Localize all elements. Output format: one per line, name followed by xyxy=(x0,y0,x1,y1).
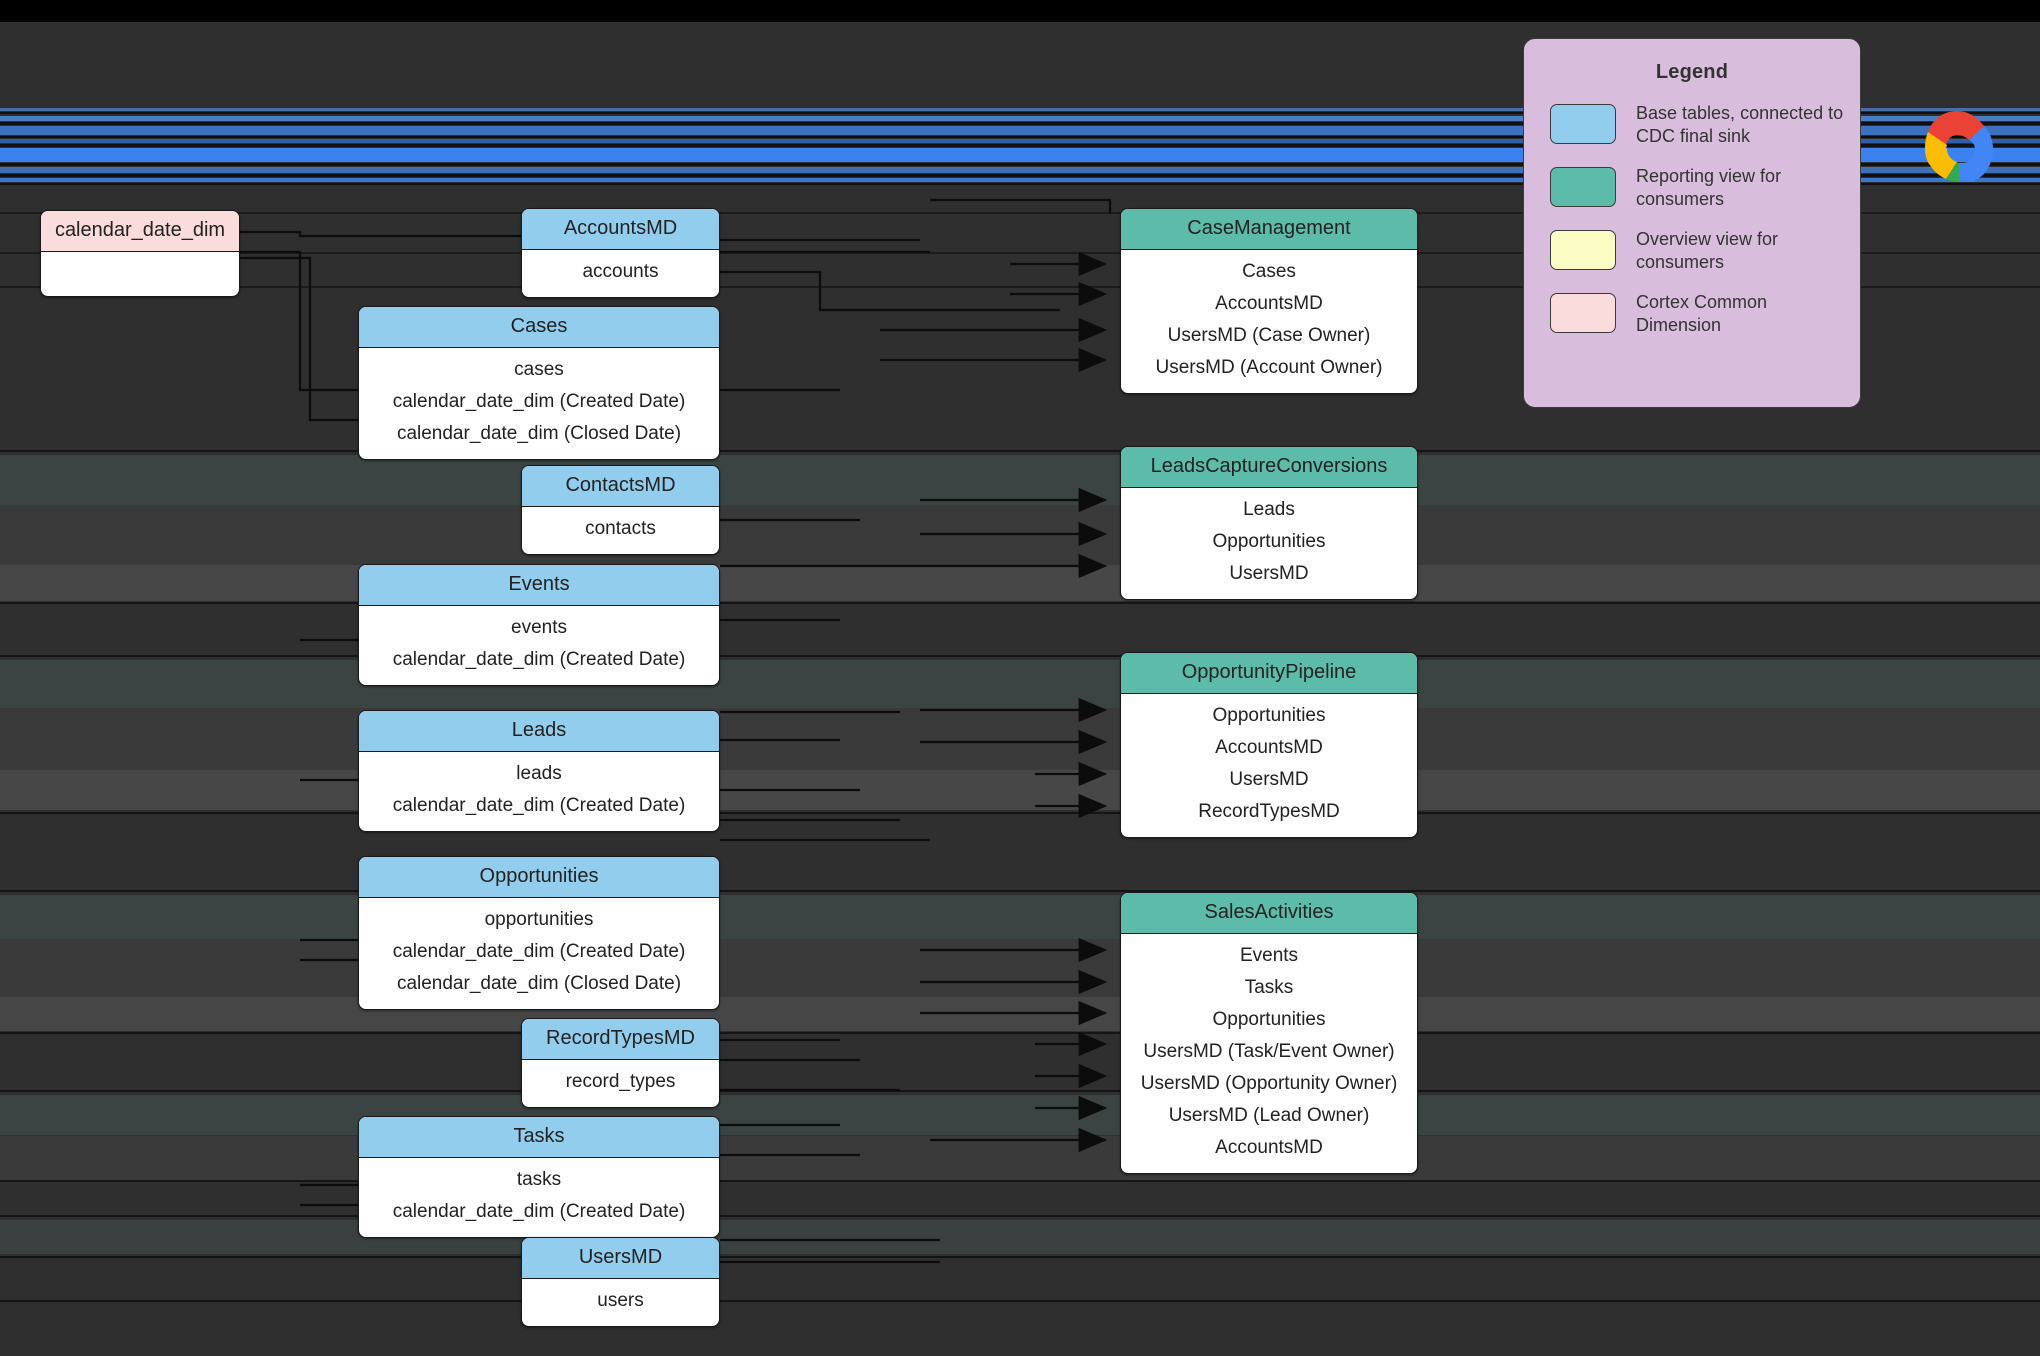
legend-panel: Legend Base tables, connected to CDC fin… xyxy=(1523,38,1861,408)
node-row: UsersMD xyxy=(1229,563,1309,584)
node-rows: users xyxy=(522,1279,719,1326)
node-rows: events calendar_date_dim (Created Date) xyxy=(359,606,719,685)
node-row: calendar_date_dim (Created Date) xyxy=(392,1201,686,1222)
node-title: Opportunities xyxy=(359,857,719,898)
node-rows: Events Tasks Opportunities UsersMD (Task… xyxy=(1121,934,1417,1173)
node-calendar-date-dim[interactable]: calendar_date_dim xyxy=(40,210,240,297)
node-row: cases xyxy=(514,359,564,380)
legend-item-overview-view: Overview view for consumers xyxy=(1550,228,1860,273)
node-rows: Leads Opportunities UsersMD xyxy=(1121,488,1417,599)
node-title: ContactsMD xyxy=(522,466,719,507)
node-row: Cases xyxy=(1242,261,1296,282)
legend-swatch-base-tables xyxy=(1550,104,1616,144)
node-row: opportunities xyxy=(484,909,594,930)
node-rows: contacts xyxy=(522,507,719,554)
node-rows: accounts xyxy=(522,250,719,297)
node-row: calendar_date_dim (Closed Date) xyxy=(396,423,682,444)
node-row: accounts xyxy=(582,261,659,282)
node-row: UsersMD (Opportunity Owner) xyxy=(1140,1073,1398,1094)
legend-item-reporting-view: Reporting view for consumers xyxy=(1550,165,1860,210)
node-opportunitypipeline[interactable]: OpportunityPipeline Opportunities Accoun… xyxy=(1120,652,1418,838)
node-salesactivities[interactable]: SalesActivities Events Tasks Opportuniti… xyxy=(1120,892,1418,1174)
node-row: UsersMD (Account Owner) xyxy=(1155,357,1383,378)
legend-swatch-cortex-dimension xyxy=(1550,293,1616,333)
legend-item-cortex-dimension: Cortex Common Dimension xyxy=(1550,291,1860,336)
node-row: Tasks xyxy=(1244,977,1294,998)
node-row: UsersMD xyxy=(1229,769,1309,790)
node-row: UsersMD (Task/Event Owner) xyxy=(1143,1041,1395,1062)
node-row: users xyxy=(597,1290,644,1311)
node-row: RecordTypesMD xyxy=(1198,801,1340,822)
node-row: calendar_date_dim (Created Date) xyxy=(392,391,686,412)
node-title: CaseManagement xyxy=(1121,209,1417,250)
node-cases[interactable]: Cases cases calendar_date_dim (Created D… xyxy=(358,306,720,460)
legend-swatch-reporting-view xyxy=(1550,167,1616,207)
node-row: leads xyxy=(516,763,562,784)
node-rows xyxy=(41,252,239,296)
node-row: UsersMD (Lead Owner) xyxy=(1168,1105,1370,1126)
node-title: UsersMD xyxy=(522,1238,719,1279)
node-contactsmd[interactable]: ContactsMD contacts xyxy=(521,465,720,555)
node-rows: cases calendar_date_dim (Created Date) c… xyxy=(359,348,719,459)
node-row: calendar_date_dim (Created Date) xyxy=(392,795,686,816)
node-row: Opportunities xyxy=(1212,531,1326,552)
legend-label: Base tables, connected to CDC final sink xyxy=(1636,103,1844,146)
legend-item-base-tables: Base tables, connected to CDC final sink xyxy=(1550,102,1860,147)
node-row: events xyxy=(511,617,567,638)
legend-label: Reporting view for consumers xyxy=(1636,166,1782,209)
node-title: calendar_date_dim xyxy=(41,211,239,252)
node-row: contacts xyxy=(585,518,656,539)
node-row: Opportunities xyxy=(1212,705,1326,726)
node-row: calendar_date_dim (Closed Date) xyxy=(396,973,682,994)
node-row: Events xyxy=(1239,945,1299,966)
node-leadscaptureconversions[interactable]: LeadsCaptureConversions Leads Opportunit… xyxy=(1120,446,1418,600)
node-title: RecordTypesMD xyxy=(522,1019,719,1060)
node-events[interactable]: Events events calendar_date_dim (Created… xyxy=(358,564,720,686)
node-row: record_types xyxy=(565,1071,676,1092)
node-row: UsersMD (Case Owner) xyxy=(1167,325,1371,346)
google-cloud-logo xyxy=(1905,105,2010,195)
node-title: Cases xyxy=(359,307,719,348)
node-title: Tasks xyxy=(359,1117,719,1158)
node-rows: Cases AccountsMD UsersMD (Case Owner) Us… xyxy=(1121,250,1417,393)
node-usersmd[interactable]: UsersMD users xyxy=(521,1237,720,1327)
node-row: AccountsMD xyxy=(1215,737,1323,758)
node-title: AccountsMD xyxy=(522,209,719,250)
node-row: AccountsMD xyxy=(1215,1137,1323,1158)
node-row xyxy=(49,258,231,287)
node-rows: leads calendar_date_dim (Created Date) xyxy=(359,752,719,831)
top-black-bar xyxy=(0,0,2040,22)
legend-title: Legend xyxy=(1655,61,1729,83)
node-row: tasks xyxy=(516,1169,562,1190)
node-rows: opportunities calendar_date_dim (Created… xyxy=(359,898,719,1009)
legend-label: Overview view for consumers xyxy=(1636,229,1779,272)
node-rows: tasks calendar_date_dim (Created Date) xyxy=(359,1158,719,1237)
node-row: calendar_date_dim (Created Date) xyxy=(392,649,686,670)
node-rows: Opportunities AccountsMD UsersMD RecordT… xyxy=(1121,694,1417,837)
node-recordtypesmd[interactable]: RecordTypesMD record_types xyxy=(521,1018,720,1108)
node-opportunities[interactable]: Opportunities opportunities calendar_dat… xyxy=(358,856,720,1010)
node-row: AccountsMD xyxy=(1215,293,1323,314)
node-accountsmd[interactable]: AccountsMD accounts xyxy=(521,208,720,298)
node-casemanagement[interactable]: CaseManagement Cases AccountsMD UsersMD … xyxy=(1120,208,1418,394)
node-row: Opportunities xyxy=(1212,1009,1326,1030)
node-title: Events xyxy=(359,565,719,606)
legend-swatch-overview-view xyxy=(1550,230,1616,270)
node-row: calendar_date_dim (Created Date) xyxy=(392,941,686,962)
node-title: OpportunityPipeline xyxy=(1121,653,1417,694)
node-title: Leads xyxy=(359,711,719,752)
node-row: Leads xyxy=(1243,499,1295,520)
legend-label: Cortex Common Dimension xyxy=(1636,292,1768,335)
node-tasks[interactable]: Tasks tasks calendar_date_dim (Created D… xyxy=(358,1116,720,1238)
node-title: SalesActivities xyxy=(1121,893,1417,934)
node-rows: record_types xyxy=(522,1060,719,1107)
node-title: LeadsCaptureConversions xyxy=(1121,447,1417,488)
node-leads[interactable]: Leads leads calendar_date_dim (Created D… xyxy=(358,710,720,832)
